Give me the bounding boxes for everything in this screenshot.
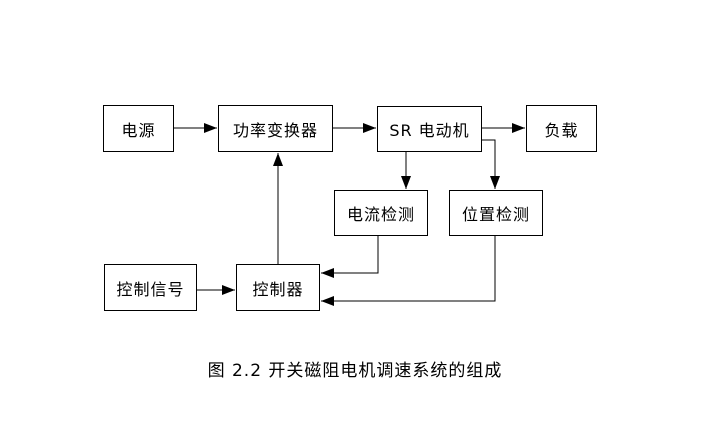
figure-caption: 图 2.2 开关磁阻电机调速系统的组成 xyxy=(207,361,503,381)
block-power-converter: 功率变换器 xyxy=(218,105,333,152)
block-control-signal: 控制信号 xyxy=(104,264,197,311)
block-position-detection: 位置检测 xyxy=(449,190,543,236)
block-controller: 控制器 xyxy=(236,264,320,311)
block-power-supply: 电源 xyxy=(103,105,174,152)
block-current-detection: 电流检测 xyxy=(334,190,428,236)
edge-current-detection-to-controller xyxy=(321,236,379,278)
block-sr-motor: SR 电动机 xyxy=(377,106,482,152)
block-load: 负载 xyxy=(526,105,597,152)
edge-sr-motor-to-position-detection xyxy=(482,139,500,189)
edge-position-detection-to-controller xyxy=(321,236,496,306)
